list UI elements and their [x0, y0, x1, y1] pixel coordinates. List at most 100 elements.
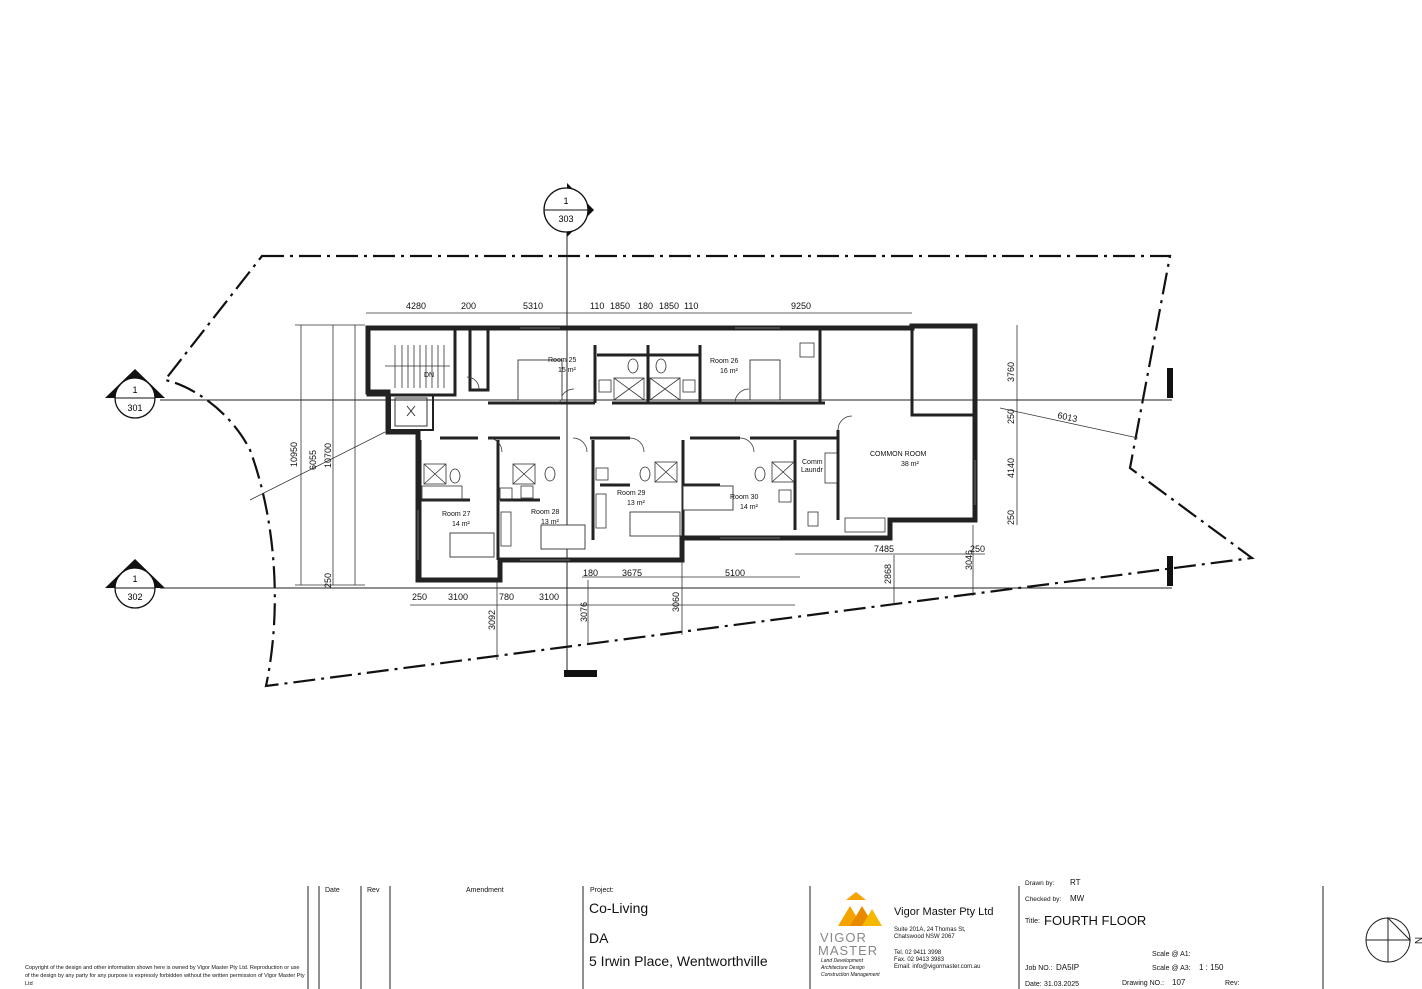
- logo-tagline: Architecture Design: [821, 965, 865, 971]
- company-email: Email: info@vigormaster.com.au: [894, 964, 981, 970]
- section-marker-303: 1 303: [543, 183, 594, 237]
- room-28-name: Room 28: [531, 509, 560, 516]
- dim-top: 180: [638, 301, 653, 311]
- drawing-number-label: Drawing NO.:: [1122, 980, 1165, 987]
- drawing-number: 107: [1172, 978, 1186, 987]
- dim-top: 1850: [659, 301, 679, 311]
- company-address: Chatswood NSW 2067: [894, 934, 955, 940]
- dim-setback: 7485: [874, 544, 894, 554]
- room-29-area: 13 m²: [627, 500, 646, 507]
- rev-column-header: Rev: [367, 887, 380, 894]
- company-name: Vigor Master Pty Ltd: [894, 906, 994, 918]
- dim-left: 6055: [308, 450, 318, 470]
- logo-text-vigor: VIGOR: [820, 930, 867, 945]
- dim-bottom: 180: [583, 568, 598, 578]
- dim-bottom: 3675: [622, 568, 642, 578]
- project-name: Co-Living: [589, 900, 649, 916]
- dim-setback: 3046: [964, 550, 974, 570]
- room-30-name: Room 30: [730, 494, 759, 501]
- dim-top: 110: [590, 301, 604, 311]
- laundry-area: Laundr: [801, 467, 823, 474]
- dim-left: 250: [323, 573, 333, 588]
- dim-bottom: 3100: [539, 592, 559, 602]
- date-label: Date:: [1025, 981, 1042, 988]
- room-labels: Room 25 15 m² Room 26 16 m² Room 27 14 m…: [424, 357, 927, 528]
- dim-top: 5310: [523, 301, 543, 311]
- job-label: Job NO.:: [1025, 965, 1053, 972]
- title-label: Title:: [1025, 918, 1040, 925]
- dim-right: 3760: [1006, 362, 1016, 382]
- dim-left: 10700: [323, 443, 333, 468]
- dim-bottom: 250: [412, 592, 427, 602]
- drawing-date: 31.03.2025: [1044, 981, 1080, 988]
- section-marker-301-top: 1: [132, 385, 137, 395]
- section-lines: [160, 225, 1172, 674]
- drawn-by-value: RT: [1070, 878, 1081, 887]
- room-30-area: 14 m²: [740, 504, 759, 511]
- title-block-lines: [307, 886, 1324, 989]
- common-room-name: COMMON ROOM: [870, 451, 927, 458]
- section-marker-301-bottom: 301: [127, 403, 142, 413]
- drawn-by-label: Drawn by:: [1025, 880, 1055, 887]
- date-column-header: Date: [325, 887, 340, 894]
- job-number: DA5IP: [1056, 963, 1080, 972]
- scale-a3-label: Scale @ A3:: [1152, 965, 1191, 972]
- dim-setback: 250: [970, 544, 985, 554]
- dim-bottom: 780: [499, 592, 514, 602]
- project-address: 5 Irwin Place, Wentworthville: [589, 953, 768, 969]
- checked-by-label: Checked by:: [1025, 896, 1062, 903]
- dim-setback: 3092: [487, 610, 497, 630]
- section-marker-302-bottom: 302: [127, 592, 142, 602]
- dim-top: 110: [684, 301, 698, 311]
- dim-setback: 3076: [579, 602, 589, 622]
- dim-bottom: 5100: [725, 568, 745, 578]
- company-tel: Tel. 02 9411 3998: [894, 950, 942, 956]
- laundry-name: Comm: [802, 459, 823, 466]
- room-28-area: 13 m²: [541, 519, 560, 526]
- section-end-bar: [564, 670, 597, 677]
- vigor-master-logo: [838, 892, 882, 926]
- company-fax: Fax. 02 9413 3983: [894, 957, 945, 963]
- windows: [417, 327, 976, 561]
- north-arrow-icon: [1365, 916, 1412, 963]
- door-swings: [466, 376, 853, 453]
- dim-left: 10950: [289, 442, 299, 467]
- section-marker-302-top: 1: [132, 574, 137, 584]
- dim-top: 200: [461, 301, 476, 311]
- stair: [385, 345, 450, 388]
- section-marker-302: 1 302: [105, 559, 165, 609]
- bathroom-fixtures: [421, 342, 886, 547]
- logo-tagline: Land Development: [821, 958, 863, 964]
- logo-text-master: MASTER: [818, 943, 879, 958]
- logo-tagline: Construction Management: [821, 972, 880, 978]
- building-walls: [365, 323, 978, 583]
- room-25-area: 15 m²: [558, 367, 577, 374]
- dim-bottom: 3100: [448, 592, 468, 602]
- beds: [449, 359, 781, 558]
- room-25-name: Room 25: [548, 357, 577, 364]
- dim-right: 250: [1006, 409, 1016, 424]
- dimension-lines: [249, 312, 1139, 660]
- project-label: Project:: [590, 887, 614, 894]
- rev-label: Rev:: [1225, 980, 1240, 987]
- dim-right: 4140: [1006, 458, 1016, 478]
- room-27-area: 14 m²: [452, 521, 471, 528]
- site-boundary: [163, 254, 1255, 688]
- section-marker-303-top: 1: [563, 196, 568, 206]
- dim-setback: 3060: [671, 592, 681, 612]
- dim-diagonal: 6013: [1057, 410, 1079, 424]
- dim-setback: 2868: [883, 564, 893, 584]
- project-stage: DA: [589, 930, 609, 946]
- dim-top: 4280: [406, 301, 426, 311]
- lift: [394, 397, 428, 427]
- checked-by-value: MW: [1070, 894, 1085, 903]
- common-room-area: 38 m²: [901, 461, 920, 468]
- north-label: N: [1412, 937, 1422, 944]
- dim-top: 1850: [610, 301, 630, 311]
- amendment-column-header: Amendment: [466, 887, 504, 894]
- dim-top: 9250: [791, 301, 811, 311]
- room-26-name: Room 26: [710, 358, 739, 365]
- stair-dn-label: DN: [424, 372, 434, 379]
- drawing-title: FOURTH FLOOR: [1044, 913, 1147, 928]
